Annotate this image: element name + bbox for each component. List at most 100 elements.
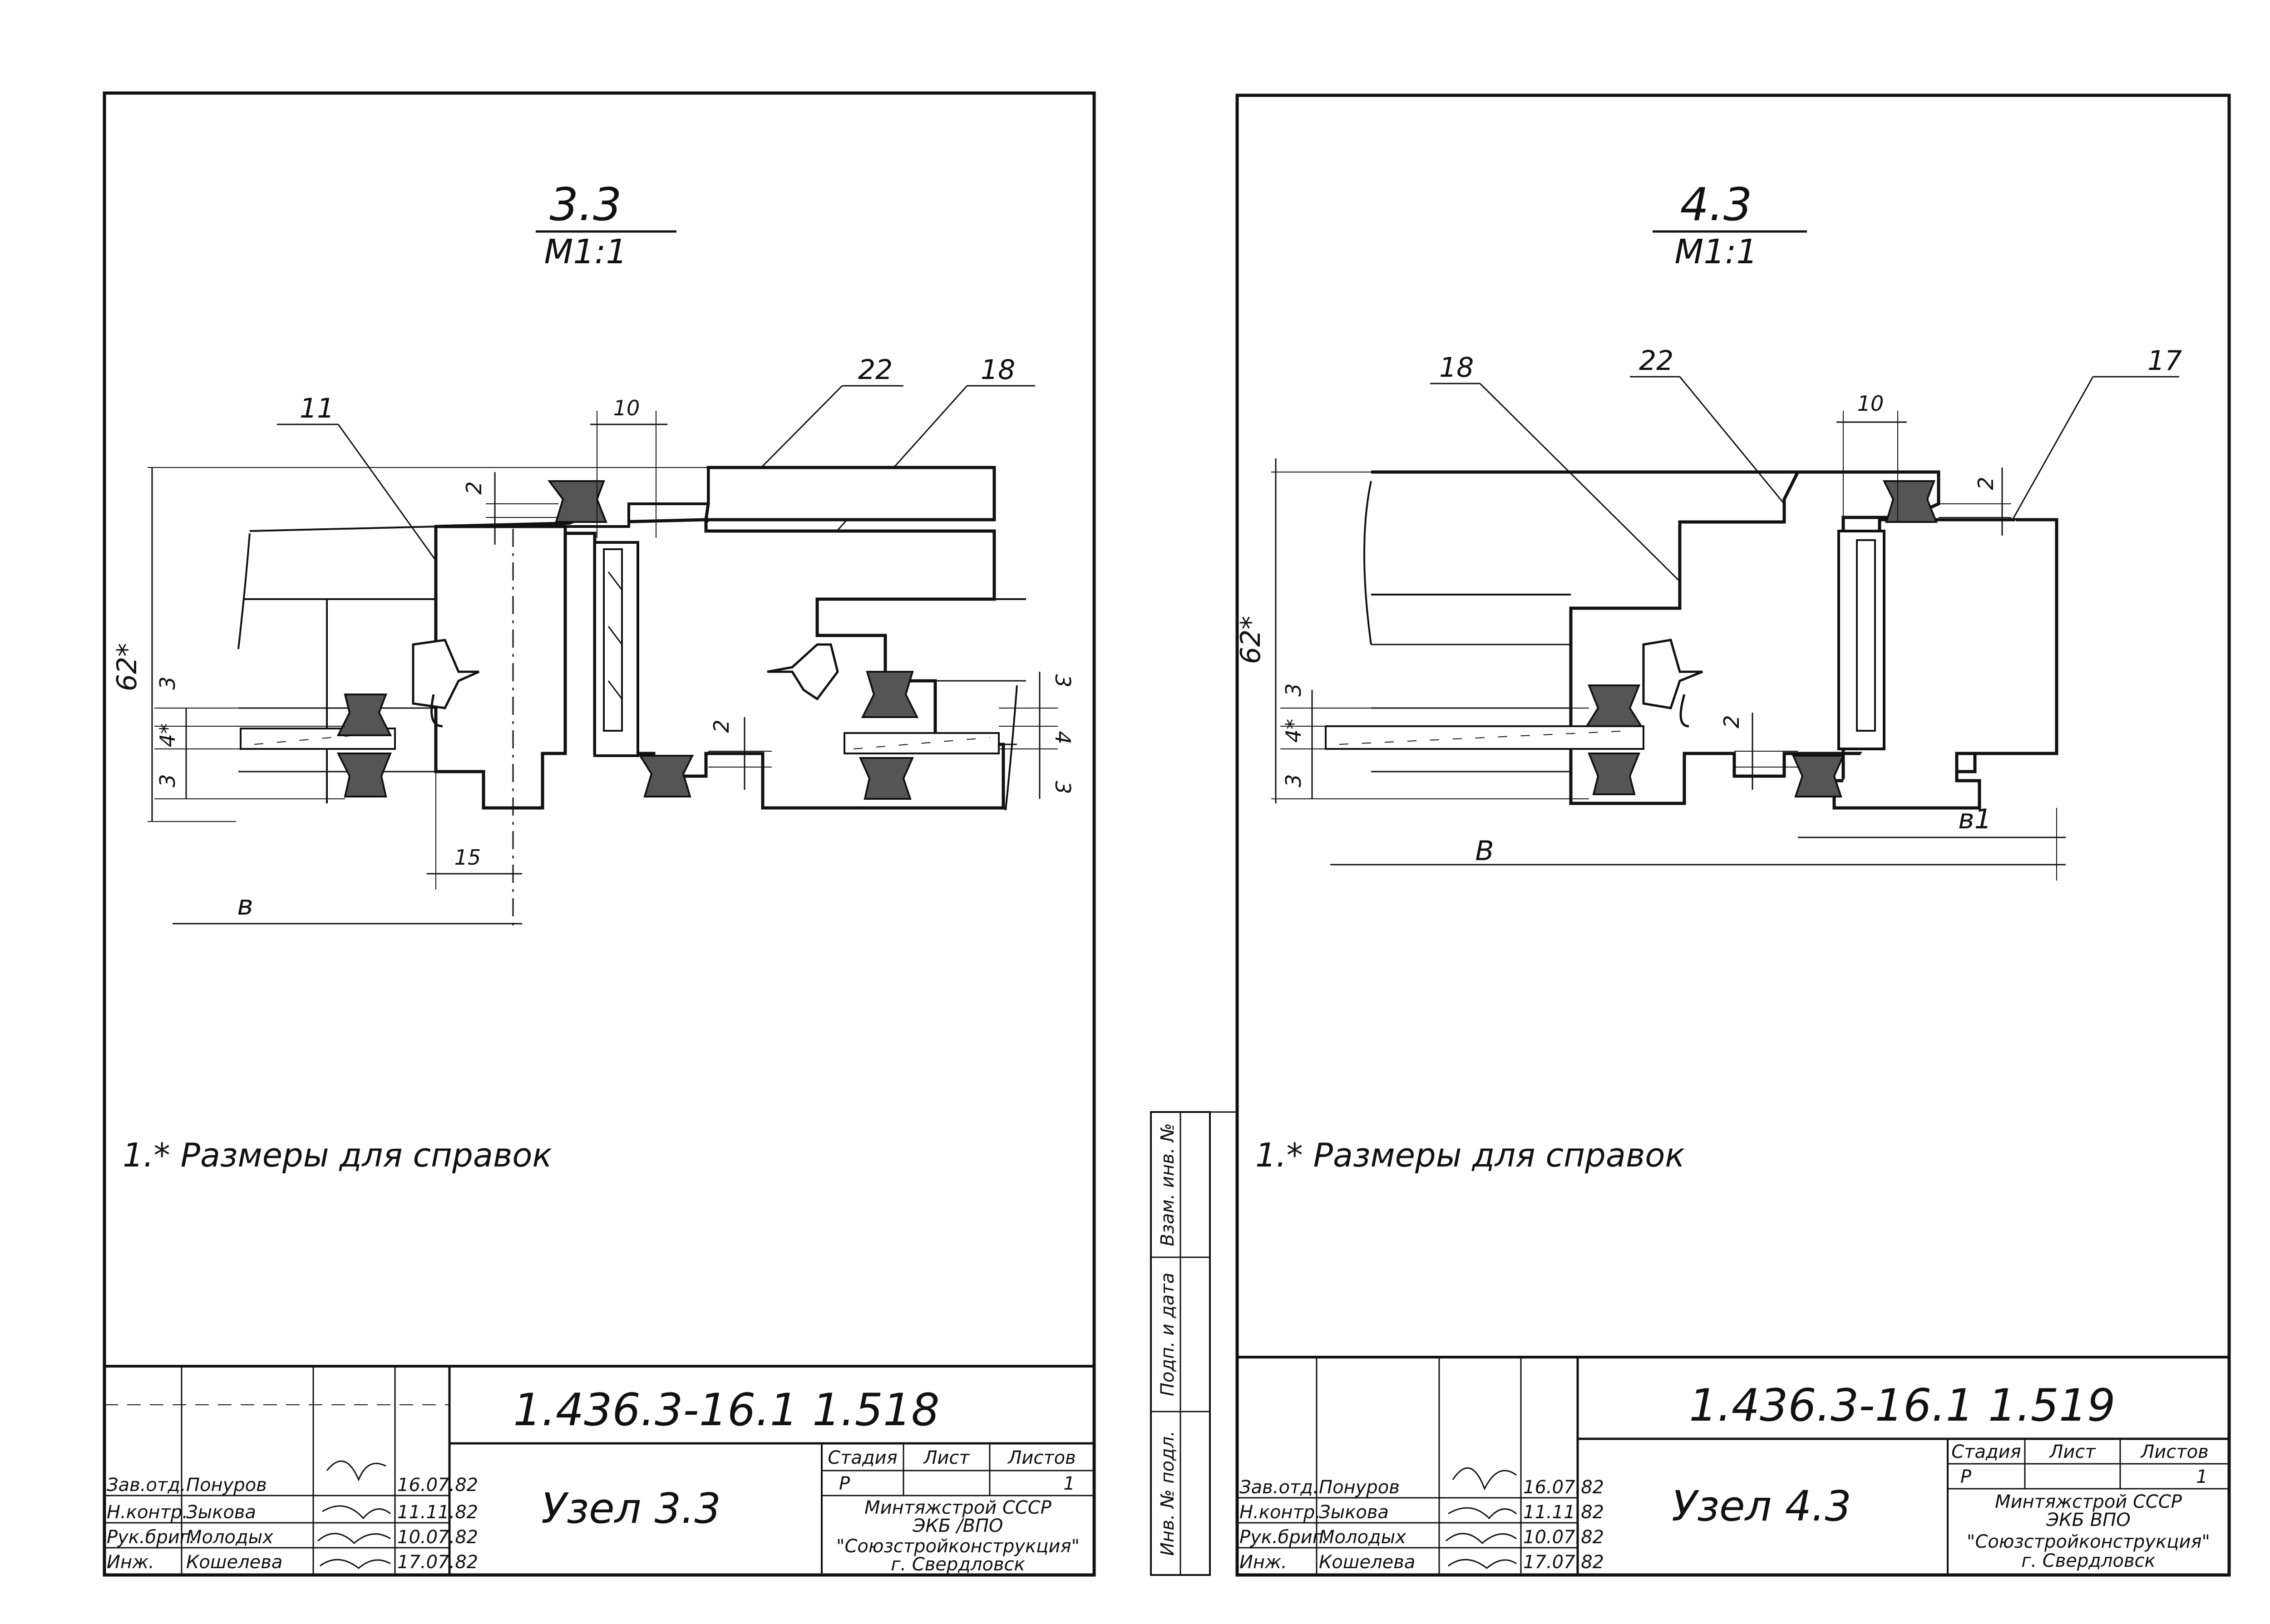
sheet-2-seal-lower [1588,753,1640,795]
sheet-1-row-4-date: 17.07.82 [397,1552,478,1573]
sheet-1-spring-clip [430,694,443,728]
sheet-2-clip [1642,639,1703,709]
sheet-2-section-number: 4.3 [1680,178,1752,231]
sheet-1-scale: М1:1 [544,232,627,271]
sheet-1-row-4-name: Кошелева [186,1552,282,1573]
sheet-2-row-4-name: Кошелева [1319,1552,1415,1573]
sheet-2-callout-18: 18 [1439,352,1474,384]
sheet-2-dim-total-height: 62* [1235,458,1371,803]
sheet-2-row-2-role: Н.контр. [1239,1502,1321,1523]
sheet-2-row-2-date: 11.11.82 [1523,1502,1604,1523]
svg-text:62*: 62* [111,643,143,691]
sheet-1-col-sheet: Лист [923,1447,970,1468]
sheet-1-sheets-value: 1 [1063,1473,1075,1494]
sheet-1-callout-18: 18 [981,354,1015,386]
sheet-1-row-1-role: Зав.отд. [107,1475,186,1496]
sheet-1-dim-stack: 3 4* 3 [154,676,345,799]
sheet-1-org-line-1: Минтяжстрой СССР [864,1497,1052,1518]
sheet-1-row-3-name: Молодых [186,1527,273,1548]
sheet-1-signature-2 [322,1505,391,1520]
sheet-2-dim-gap-top: 2 [1939,468,2011,536]
sheet-2-doc-number: 1.436.3-16.1 1.519 [1689,1380,2115,1432]
sheet-1-bead-hatch-2 [607,626,623,645]
sheet-1-callout-11: 11 [300,393,334,424]
sheet-2-row-4-date: 17.07.82 [1523,1552,1604,1573]
sheet-2-signature-1 [1452,1467,1517,1491]
sheet-2-dim-width-b1: в1 [1798,803,2066,881]
sheet-2-callout-17: 17 [2147,345,2182,377]
sheet-2-glass [1325,725,1644,750]
sheet-1-frame [103,91,1096,1577]
sheet-2-stage-value: Р [1960,1467,1972,1487]
sheet-1-row-3-date: 10.07.82 [397,1527,478,1548]
sheet-2-frame [1235,94,2231,1577]
sheet-1-seal-right-lower [859,757,914,800]
sheet-1-row-1-date: 16.07.82 [397,1475,478,1496]
sheet-1-section-number: 3.3 [549,178,622,231]
sheet-2-glass-hatch [1339,730,1630,745]
sheet-node-4-3: Инв. № подл. Подп. и дата Взам. инв. № 4… [1150,94,2231,1577]
sheet-2-row-4-role: Инж. [1239,1552,1287,1573]
sheet-1-row-2-date: 11.11.82 [397,1502,478,1523]
sheet-2-dim-top-width: 10 [1836,391,1907,522]
sheet-2-sheets-value: 1 [2196,1467,2207,1487]
sheet-1-org-line-3: "Союзстройконструкция" [836,1536,1080,1557]
sheet-1-clip-left [412,639,480,709]
svg-text:2: 2 [1974,477,1998,490]
sheet-2-drawing-title: Узел 4.3 [1672,1482,1851,1530]
svg-text:3: 3 [1281,683,1306,696]
sheet-2-dim-width-B: В [1330,835,2066,867]
svg-text:в1: в1 [1958,803,1992,835]
sheet-1-dim-top-width: 10 [590,396,667,538]
sheet-1-row-3-role: Рук.бриг. [107,1527,195,1548]
sheet-2-callout-22: 22 [1639,345,1673,377]
sheet-2-row-2-name: Зыкова [1319,1502,1389,1523]
svg-text:3: 3 [155,676,180,689]
sheet-1-mullion [434,525,567,810]
sheet-2-title-block: 1.436.3-16.1 1.519 Узел 4.3 Стадия Лист … [1237,1356,2229,1575]
sheet-2-bead-insert [1856,539,1876,732]
sheet-2-row-3-role: Рук.бриг. [1239,1527,1327,1548]
sheet-1-dim-total-height: 62* [111,467,708,822]
sheet-2-row-1-name: Понуров [1319,1477,1400,1498]
sheet-2-note: 1.* Размеры для справок [1255,1136,1685,1174]
sheet-1-dim-right-stack: 3 4 3 [999,672,1075,799]
sheet-2-row-1-role: Зав.отд. [1239,1477,1319,1498]
sheet-1-signature-1 [326,1460,386,1481]
svg-text:3: 3 [1051,781,1075,794]
sheet-2-stamp-inv-no: Инв. № подл. [1157,1431,1178,1556]
svg-text:3: 3 [1051,674,1075,687]
sheet-1-title-block: 1.436.3-16.1 1.518 Узел 3.3 Стадия Лист … [104,1365,1094,1575]
sheet-1-org-line-4: г. Свердловск [891,1554,1025,1575]
sheet-node-3-3: 3.3 М1:1 11 22 18 [103,91,1096,1577]
sheet-2-org-line-3: "Союзстройконструкция" [1967,1531,2210,1552]
sheet-1-clip-right [767,643,839,701]
sheet-2-leader-17-slant [2010,376,2094,522]
sheet-1-drawing-title: Узел 3.3 [541,1484,721,1533]
sheet-1-col-stage: Стадия [828,1447,897,1468]
sheet-2-row-3-date: 10.07.82 [1523,1527,1604,1548]
sheet-1-seal-left-lower [336,753,392,797]
sheet-1-left-panel [237,526,436,803]
sheet-2-spring-clip [1679,694,1689,728]
sheet-1-leader-11-slant [337,424,437,561]
svg-text:10: 10 [1857,391,1884,416]
sheet-1-bead-hatch-3 [607,680,623,699]
sheet-1-org-line-2: ЭКБ /ВПО [913,1516,1003,1536]
sheet-2-stamp-replace-inv: Взам. инв. № [1157,1123,1178,1246]
sheet-1-doc-number: 1.436.3-16.1 1.518 [513,1384,939,1436]
sheet-2-stamp-sign-date: Подп. и дата [1157,1273,1178,1396]
sheet-2-org-line-2: ЭКБ ВПО [2046,1510,2131,1530]
svg-text:4*: 4* [1281,719,1306,743]
sheet-2-signature-2 [1448,1507,1517,1520]
sheet-1-row-1-name: Понуров [186,1475,267,1496]
svg-text:в: в [237,890,253,921]
svg-text:3: 3 [155,774,180,787]
sheet-2-seal-top [1882,480,1938,523]
sheet-2-col-sheet: Лист [2048,1442,2096,1462]
svg-text:4: 4 [1051,731,1075,744]
sheet-2-seal-upper [1585,684,1643,727]
sheet-1-seal-right-upper [861,671,919,718]
svg-text:15: 15 [454,845,481,870]
